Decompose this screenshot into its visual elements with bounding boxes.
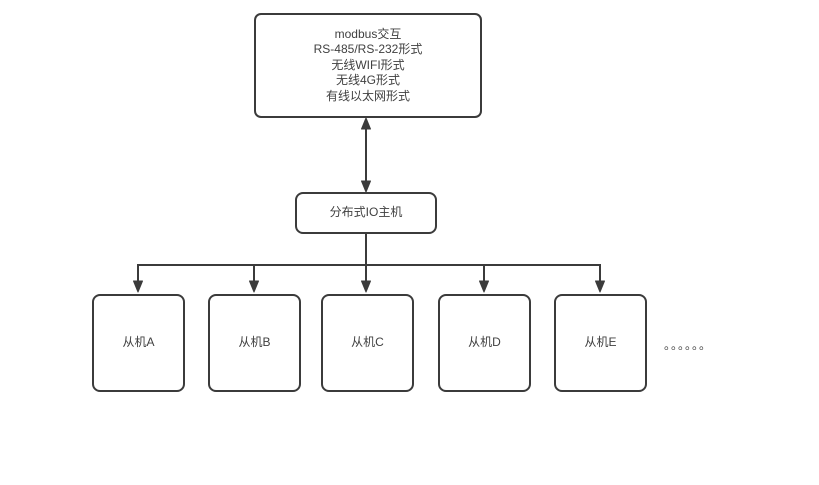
node-slave-label: 从机E (584, 335, 617, 350)
node-slave-a: 从机A (92, 294, 185, 392)
node-slave-label: 从机B (238, 335, 271, 350)
more-slaves-ellipsis: 。。。。。。 (664, 338, 713, 352)
arrowhead-down-icon (361, 180, 371, 193)
node-modbus-line: RS-485/RS-232形式 (313, 42, 423, 57)
arrowhead-down-icon (595, 280, 605, 293)
node-slave-label: 从机D (468, 335, 501, 350)
edge-modbus-host-bidirectional-arrow (361, 117, 371, 193)
edge-host-slaves-tree (133, 234, 605, 293)
arrowhead-down-icon (361, 280, 371, 293)
node-modbus-line: 无线WIFI形式 (331, 57, 405, 72)
arrowhead-down-icon (249, 280, 259, 293)
node-slave-e: 从机E (554, 294, 647, 392)
arrowhead-down-icon (479, 280, 489, 293)
node-slave-c: 从机C (321, 294, 414, 392)
node-host-label: 分布式IO主机 (329, 205, 403, 220)
arrowhead-up-icon (361, 117, 371, 130)
node-modbus-interaction: modbus交互 RS-485/RS-232形式 无线WIFI形式 无线4G形式… (254, 13, 482, 118)
node-slave-label: 从机A (122, 335, 155, 350)
node-modbus-line: 无线4G形式 (335, 73, 400, 88)
node-slave-b: 从机B (208, 294, 301, 392)
node-slave-label: 从机C (351, 335, 384, 350)
node-modbus-line: 有线以太网形式 (325, 88, 410, 103)
node-slave-d: 从机D (438, 294, 531, 392)
node-distributed-io-host: 分布式IO主机 (295, 192, 437, 234)
node-modbus-line: modbus交互 (334, 26, 402, 41)
arrowhead-down-icon (133, 280, 143, 293)
